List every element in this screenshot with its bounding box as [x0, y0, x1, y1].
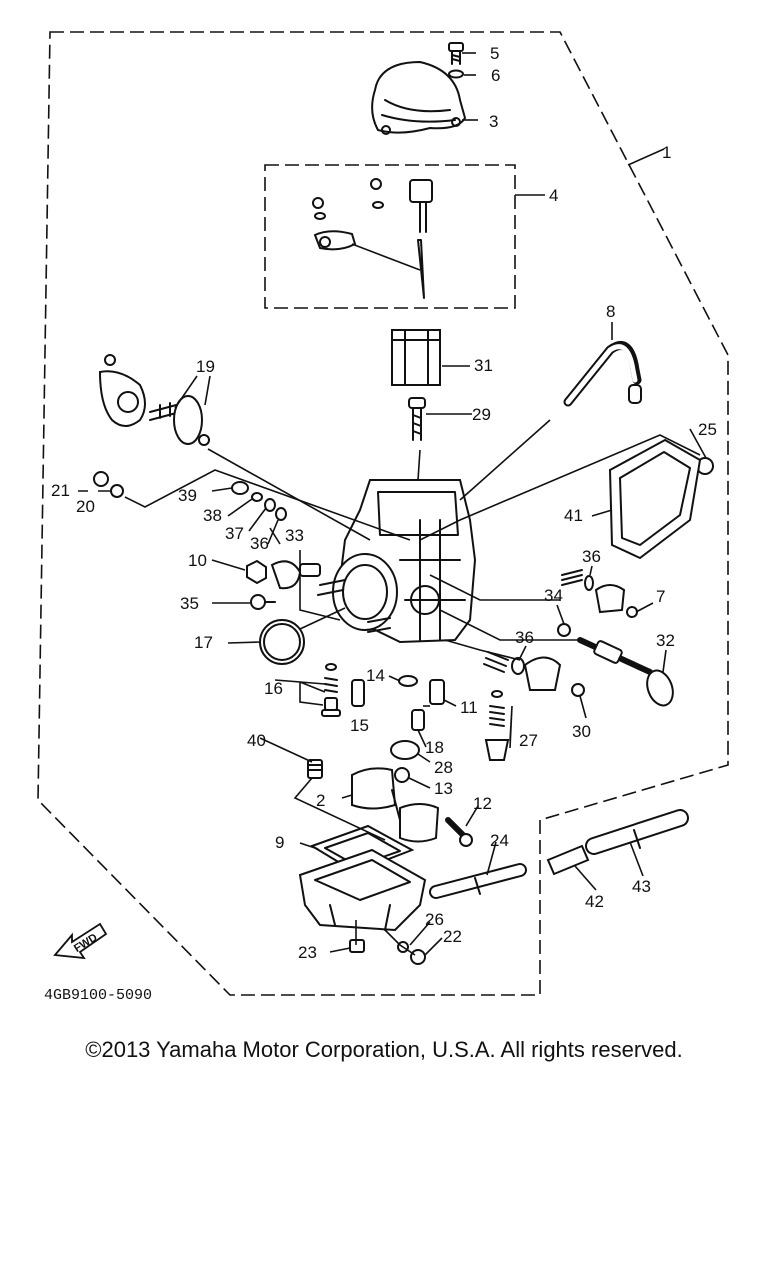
callout-6: 6 — [491, 66, 500, 85]
plunger-32-part — [577, 637, 674, 707]
callout-32: 32 — [656, 631, 675, 650]
float-pin-part — [445, 817, 473, 847]
forward-arrow-icon: FWD — [53, 922, 108, 960]
callout-20: 20 — [76, 497, 95, 516]
needle-subassembly-box — [264, 164, 516, 309]
callout-23: 23 — [298, 943, 317, 962]
callout-labels: 1 2 3 4 5 6 7 8 9 10 11 12 13 14 15 16 1… — [51, 44, 717, 962]
callout-24: 24 — [490, 831, 509, 850]
callout-34: 34 — [544, 586, 563, 605]
hose-24-part — [429, 863, 527, 899]
callout-36-pump: 36 — [582, 547, 601, 566]
vent-hose-tip — [628, 384, 642, 404]
vent-hose-inner — [565, 344, 638, 405]
callout-40: 40 — [247, 731, 266, 750]
callout-29: 29 — [472, 405, 491, 424]
callout-43: 43 — [632, 877, 651, 896]
callout-2: 2 — [316, 791, 325, 810]
part-13 — [394, 767, 410, 783]
drawing-code: 4GB9100-5090 — [44, 987, 152, 1004]
oring-17-inner — [263, 623, 301, 661]
callout-4: 4 — [549, 186, 558, 205]
callout-35: 35 — [180, 594, 199, 613]
jet-18-part — [411, 709, 425, 731]
throttle-stop-screw-part — [408, 397, 426, 441]
callout-41: 41 — [564, 506, 583, 525]
callout-27: 27 — [519, 731, 538, 750]
callout-12: 12 — [473, 794, 492, 813]
carburetor-exploded-diagram: 1 2 3 4 5 6 7 8 9 10 11 12 13 14 15 16 1… — [37, 31, 729, 1004]
callout-28: 28 — [434, 758, 453, 777]
choke-parts — [483, 651, 585, 697]
diaphragm-cover-part — [98, 354, 210, 446]
needle-assembly-part — [312, 178, 433, 299]
callout-14: 14 — [366, 666, 385, 685]
screw-22-part — [410, 949, 426, 965]
top-cover-part — [371, 60, 467, 135]
callout-25: 25 — [698, 420, 717, 439]
oring-17-part — [259, 619, 305, 665]
callout-26: 26 — [425, 910, 444, 929]
callout-30: 30 — [572, 722, 591, 741]
drain-screw-40-part — [307, 759, 323, 779]
copyright-notice: ©2013 Yamaha Motor Corporation, U.S.A. A… — [85, 1037, 683, 1062]
callout-3: 3 — [489, 112, 498, 131]
top-screw-part — [448, 42, 464, 79]
callout-36-left: 36 — [250, 534, 269, 553]
accelerator-pump-parts — [561, 569, 638, 618]
jet-15-part — [351, 679, 365, 707]
callout-42: 42 — [585, 892, 604, 911]
float-part — [351, 767, 440, 843]
washer-20-part — [110, 484, 124, 498]
screw-21-part — [93, 471, 109, 487]
callout-8: 8 — [606, 302, 615, 321]
jet-11-part — [429, 679, 445, 705]
float-bowl-part — [298, 848, 427, 932]
callout-33: 33 — [285, 526, 304, 545]
cover-41-inner — [619, 451, 691, 546]
callout-36-choke: 36 — [515, 628, 534, 647]
jet-14-part — [398, 675, 418, 687]
callout-11: 11 — [460, 698, 478, 717]
callout-21: 21 — [51, 481, 70, 500]
parts-27 — [484, 690, 510, 761]
insulator-block-part — [391, 329, 441, 386]
callout-37: 37 — [225, 524, 244, 543]
callout-10: 10 — [188, 551, 207, 570]
callout-9: 9 — [275, 833, 284, 852]
callout-38: 38 — [203, 506, 222, 525]
throttle-linkage-parts — [246, 559, 321, 610]
callout-16: 16 — [264, 679, 283, 698]
callout-39: 39 — [178, 486, 197, 505]
callout-18: 18 — [425, 738, 444, 757]
oring-34-part — [557, 623, 571, 637]
callout-1: 1 — [662, 143, 671, 162]
callout-15: 15 — [350, 716, 369, 735]
callout-31: 31 — [474, 356, 493, 375]
callout-7: 7 — [656, 587, 665, 606]
callout-17: 17 — [194, 633, 213, 652]
drain-plug-23-part — [349, 939, 365, 953]
part-28 — [390, 740, 420, 760]
fitting-42-part — [546, 844, 590, 876]
callout-19: 19 — [196, 357, 215, 376]
carburetor-body-part — [317, 479, 477, 644]
callout-22: 22 — [443, 927, 462, 946]
leader-lines — [78, 52, 707, 956]
callout-13: 13 — [434, 779, 453, 798]
callout-5: 5 — [490, 44, 499, 63]
assembly-boundary — [37, 31, 729, 996]
parts-16 — [321, 663, 341, 717]
hose-43-part — [585, 809, 689, 855]
